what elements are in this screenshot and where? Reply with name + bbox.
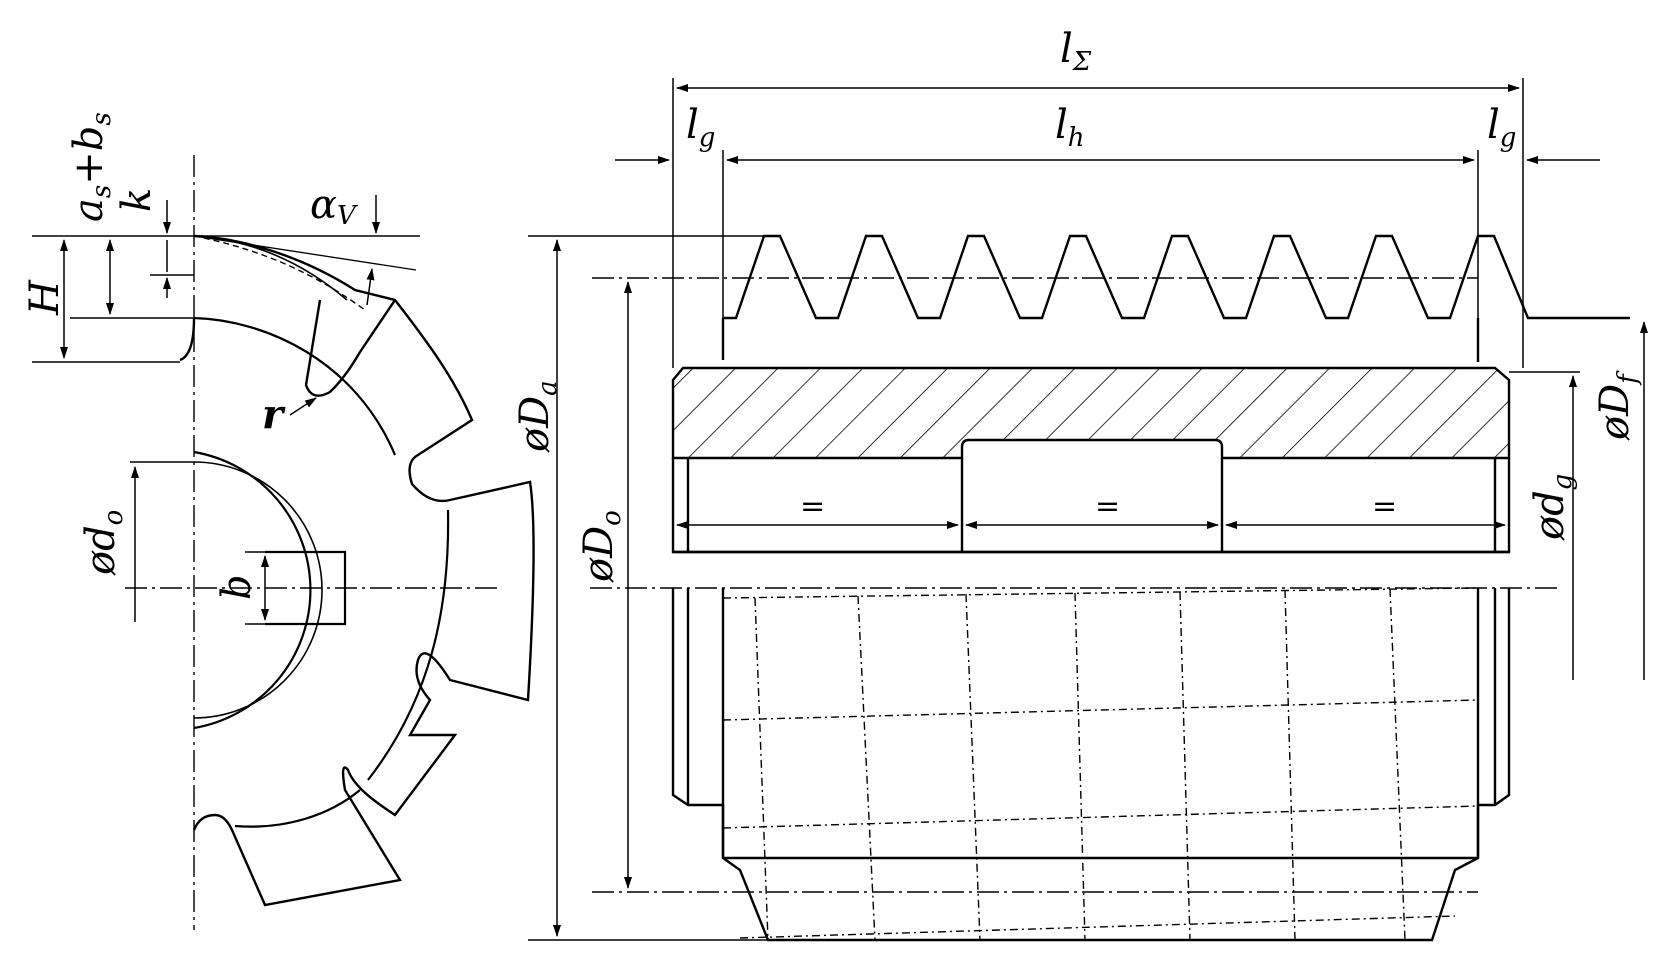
label-D-f: øDf [1592, 370, 1643, 441]
r-arrow [289, 397, 317, 416]
inner-arc-bottom [234, 789, 361, 828]
label-r: r [262, 391, 286, 438]
end-view [125, 155, 535, 930]
side-view-dimensions [528, 78, 1648, 941]
body-section-outline [671, 366, 1511, 460]
label-d-o: ødo [78, 510, 129, 576]
inner-arc-lower [367, 509, 450, 781]
inner-arc-top [193, 316, 397, 456]
equal-sign-2: = [1095, 489, 1120, 524]
cutter-outline [192, 234, 535, 907]
bore-inner-arc [193, 461, 323, 719]
label-l-h: lh [1055, 102, 1085, 153]
side-view-labels: lΣ lg lh lg øDa øDo øDf ødg = = = [512, 26, 1643, 583]
tooth-face-2 [193, 235, 366, 311]
label-d-g: ødg [1527, 474, 1578, 541]
label-as-bs: as+bs [66, 112, 117, 222]
side-view [590, 234, 1630, 942]
label-b: b [214, 574, 260, 600]
end-view-labels: as+bs k αV H r ødo b [22, 112, 358, 600]
label-D-o: øDo [576, 510, 627, 583]
lower-body-outline [671, 588, 1511, 942]
thread-profile [721, 234, 1630, 360]
label-H: H [22, 279, 68, 316]
label-D-a: øDa [512, 380, 563, 453]
tooth-relief-1 [304, 299, 362, 397]
alpha-v-arrow-bottom [366, 268, 375, 306]
tooth-face-1 [193, 235, 348, 301]
tooth-relief-2 [359, 299, 396, 353]
equal-sign-3: = [1372, 489, 1397, 524]
label-l-sigma: lΣ [1060, 26, 1092, 77]
equal-sign-1: = [800, 489, 825, 524]
root-arc-upper [179, 317, 196, 362]
end-view-dimensions [32, 195, 420, 625]
key-slot [265, 550, 347, 626]
label-alpha-v: αV [310, 182, 358, 231]
label-l-g-right: lg [1487, 102, 1516, 153]
label-l-g-left: lg [686, 102, 715, 153]
label-k: k [114, 188, 160, 212]
helix-grid [722, 587, 1479, 941]
